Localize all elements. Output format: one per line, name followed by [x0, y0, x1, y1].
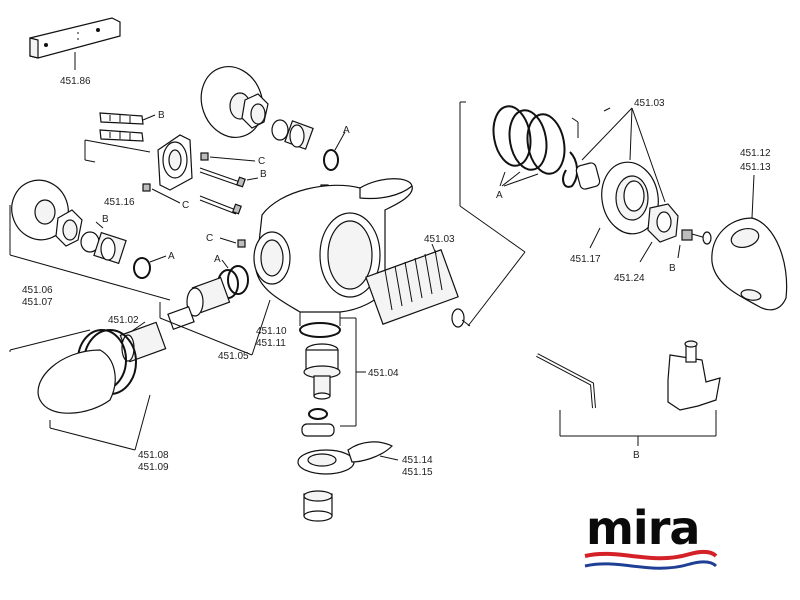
strainer-part	[119, 321, 167, 363]
leader-451-03-top	[581, 107, 666, 203]
label-451-17: 451.17	[570, 254, 601, 265]
label-451-14: 451.14	[402, 455, 433, 466]
label-451-05: 451.05	[218, 351, 249, 362]
label-451-10: 451.10	[256, 326, 287, 337]
label-b-left: B	[102, 214, 109, 225]
label-a-right: A	[496, 190, 503, 201]
label-451-04: 451.04	[368, 368, 399, 379]
valve-body-part	[253, 178, 413, 326]
left-cover-part	[9, 329, 151, 451]
label-b-right: B	[669, 263, 676, 274]
label-451-08: 451.08	[138, 450, 169, 461]
mounting-plate-part	[84, 134, 193, 191]
o-rings-part	[492, 105, 579, 188]
label-b-plugs: B	[158, 110, 165, 121]
label-451-03-top: 451.03	[634, 98, 665, 109]
mira-logo: mira	[584, 501, 718, 570]
flow-control-stack	[299, 317, 366, 437]
mira-logo-text: mira	[586, 501, 699, 555]
label-c-mid: C	[182, 200, 189, 211]
label-b-screw: B	[260, 169, 267, 180]
left-inlet-assembly	[9, 179, 171, 301]
upper-inlet-assembly	[200, 66, 346, 171]
retaining-nut-part	[639, 203, 712, 263]
wall-bracket-part	[29, 17, 121, 70]
label-c-bottom: C	[206, 233, 213, 244]
label-451-11: 451.11	[256, 338, 286, 349]
screws-part	[199, 167, 259, 215]
label-451-16: 451.16	[104, 197, 135, 208]
label-451-12: 451.12	[740, 148, 771, 159]
control-knob-part	[711, 174, 788, 311]
label-451-15: 451.15	[402, 467, 433, 478]
lever-handle-part	[297, 441, 399, 522]
label-451-02: 451.02	[108, 315, 139, 326]
thermostatic-cartridge-part	[365, 243, 471, 328]
label-451-24: 451.24	[614, 273, 645, 284]
label-451-03-centre: 451.03	[424, 234, 455, 245]
label-451-06: 451.06	[22, 285, 53, 296]
label-c-top: C	[258, 156, 265, 167]
label-451-86: 451.86	[60, 76, 91, 87]
filter-cartridge-part	[159, 259, 271, 356]
label-a-filter: A	[214, 254, 221, 265]
label-451-07: 451.07	[22, 297, 53, 308]
cartridge-bracket-line	[459, 101, 526, 327]
service-tools-part	[536, 340, 721, 446]
label-a-upper: A	[343, 125, 350, 136]
label-451-09: 451.09	[138, 462, 169, 473]
label-a-left: A	[168, 251, 175, 262]
wall-plugs-part	[99, 112, 156, 142]
label-b-tools: B	[633, 450, 640, 461]
label-451-13: 451.13	[740, 162, 771, 173]
cartridge-housing-part	[575, 161, 659, 249]
